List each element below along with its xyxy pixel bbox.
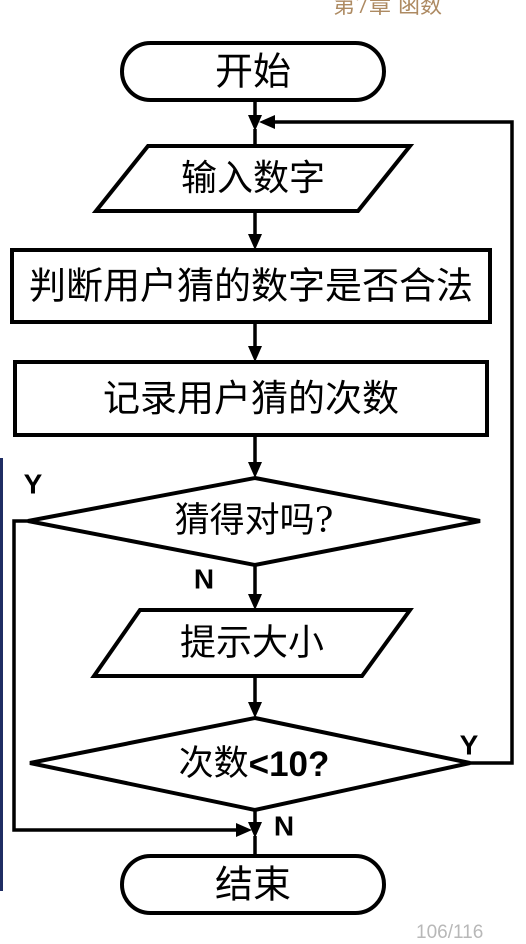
count-decision-condition: <10? [249, 745, 330, 784]
count-no-label: N [274, 811, 294, 842]
record-process-box [13, 360, 489, 437]
start-label: 开始 [215, 50, 291, 94]
guess-no-label: N [194, 564, 214, 595]
count-decision-diamond [29, 715, 471, 813]
node-guess-check: 猜得对吗? [27, 475, 481, 568]
validate-label: 判断用户猜的数字是否合法 [29, 265, 473, 308]
validate-process-box [10, 248, 492, 324]
count-yes-label: Y [460, 730, 479, 761]
loop-correct-connector [12, 519, 252, 837]
node-count-check: 次数<10? [29, 715, 471, 813]
slide-edge-line [0, 458, 3, 891]
node-start: 开始 [120, 41, 386, 102]
end-terminator [120, 854, 386, 915]
node-end: 结束 [120, 854, 386, 915]
count-decision-subject: 次数 [179, 744, 249, 784]
start-terminator [120, 41, 386, 102]
input-parallelogram [91, 144, 415, 213]
count-decision-label: 次数<10? [179, 744, 330, 784]
node-validate: 判断用户猜的数字是否合法 [10, 248, 492, 324]
loop-retry-connector [259, 115, 514, 765]
hint-parallelogram [90, 608, 414, 678]
node-record: 记录用户猜的次数 [13, 360, 489, 437]
record-label: 记录用户猜的次数 [103, 377, 399, 420]
hint-label: 提示大小 [180, 623, 324, 664]
node-hint: 提示大小 [90, 608, 414, 678]
guess-decision-label: 猜得对吗? [175, 501, 334, 541]
connectors [12, 100, 514, 857]
chapter-header: 第7章 函数 [333, 0, 442, 19]
node-input: 输入数字 [91, 144, 415, 213]
page-number: 106/116 [416, 922, 483, 943]
input-label: 输入数字 [181, 158, 325, 199]
end-label: 结束 [215, 863, 291, 907]
guess-yes-label: Y [24, 469, 43, 500]
guess-decision-diamond [27, 475, 481, 568]
